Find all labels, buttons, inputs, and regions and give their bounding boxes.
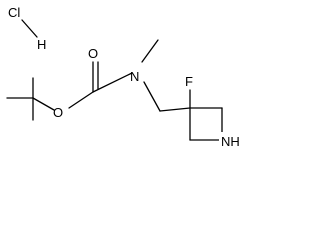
hydrogen-atom-label: H xyxy=(37,37,46,52)
carbonyl-oxygen-label: O xyxy=(88,46,98,61)
ch2-c3-bond xyxy=(159,107,191,112)
azetidine-nh-label: NH xyxy=(221,134,240,149)
ester-o-carbonyl-c-bond xyxy=(68,91,94,109)
carbamate-nitrogen-label: N xyxy=(130,69,139,84)
fluorine-atom-label: F xyxy=(185,74,193,89)
carbonyl-c-n-bond xyxy=(92,72,133,93)
tbutyl-c-o-bond xyxy=(32,97,55,111)
n-methyl-bond xyxy=(141,39,159,63)
nh-label-background xyxy=(219,132,245,149)
ester-oxygen-label: O xyxy=(53,105,63,120)
chlorine-atom-label: Cl xyxy=(8,5,20,20)
n-ch2-bond xyxy=(143,81,161,112)
chemical-structure-diagram: Cl H O O N F NH xyxy=(6,5,245,149)
cl-h-bond xyxy=(21,19,38,38)
